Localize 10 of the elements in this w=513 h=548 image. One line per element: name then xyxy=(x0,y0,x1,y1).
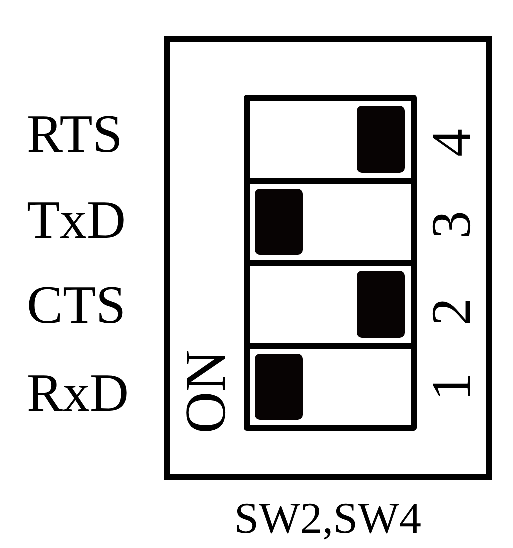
switch-number: 1 xyxy=(424,373,480,401)
signal-label: TxD xyxy=(27,193,126,247)
signal-label: CTS xyxy=(27,278,126,332)
switch-number: 2 xyxy=(424,298,480,326)
caption: SW2,SW4 xyxy=(234,497,422,541)
switch-number: 3 xyxy=(424,211,480,239)
signal-label: RTS xyxy=(27,107,123,161)
switch-number: 4 xyxy=(424,129,480,157)
on-label: ON xyxy=(177,350,235,434)
signal-label: RxD xyxy=(27,366,130,420)
